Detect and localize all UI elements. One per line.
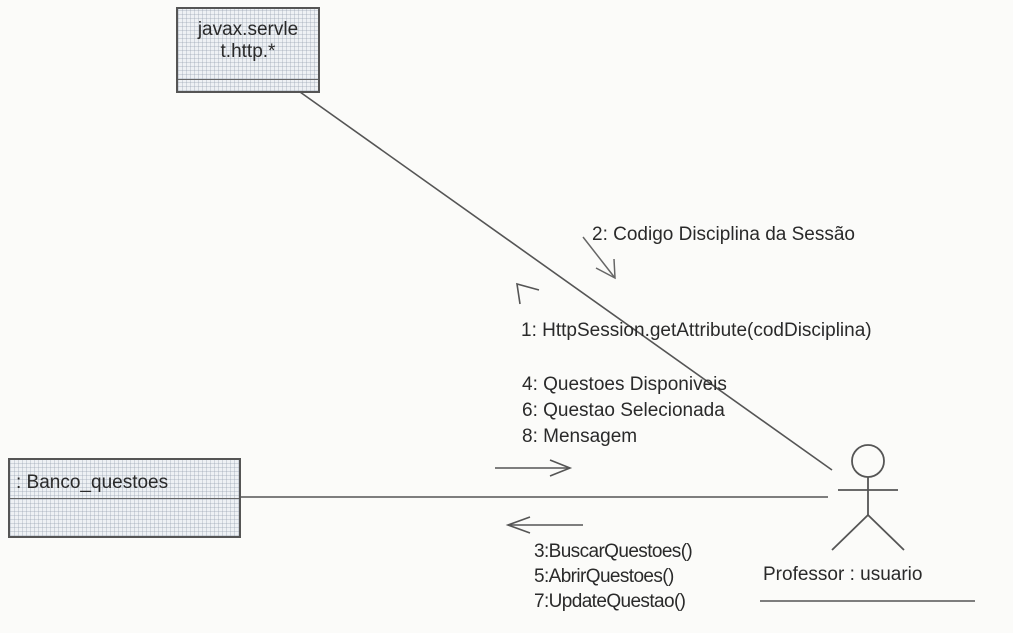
message-5-label: 5:AbrirQuestoes() bbox=[534, 566, 674, 587]
object-name: : Banco_questoes bbox=[16, 472, 169, 493]
message-6-label: 6: Questao Selecionada bbox=[522, 400, 725, 421]
message-4-label: 4: Questoes Disponiveis bbox=[522, 374, 727, 395]
actor-name: Professor : usuario bbox=[763, 564, 923, 585]
actor-stick-figure bbox=[831, 444, 905, 551]
object-divider bbox=[10, 498, 239, 499]
message-3-label: 3:BuscarQuestoes() bbox=[534, 541, 693, 562]
message-1-label: 1: HttpSession.getAttribute(codDisciplin… bbox=[521, 320, 872, 341]
link-servlet-actor bbox=[299, 91, 833, 471]
object-name-line-2: t.http.* bbox=[220, 41, 276, 62]
object-name-line-1: javax.servle bbox=[197, 19, 299, 40]
object-banco-questoes: : Banco_questoes bbox=[8, 458, 241, 538]
arrow-msg-2 bbox=[582, 236, 616, 280]
object-divider bbox=[178, 79, 318, 80]
messages-actor-to-banco: 3:BuscarQuestoes() 5:AbrirQuestoes() 7:U… bbox=[534, 539, 693, 614]
arrow-msg-1 bbox=[516, 282, 540, 305]
messages-banco-to-actor: 4: Questoes Disponiveis 6: Questao Selec… bbox=[522, 372, 727, 450]
arrow-msg-3-5-7 bbox=[505, 516, 583, 534]
message-2-label: 2: Codigo Disciplina da Sessão bbox=[592, 224, 855, 245]
arrow-msg-4-6-8 bbox=[495, 459, 573, 477]
object-javax-servlet-http: javax.servle t.http.* bbox=[176, 7, 320, 93]
message-8-label: 8: Mensagem bbox=[522, 426, 638, 447]
message-7-label: 7:UpdateQuestao() bbox=[534, 591, 686, 612]
